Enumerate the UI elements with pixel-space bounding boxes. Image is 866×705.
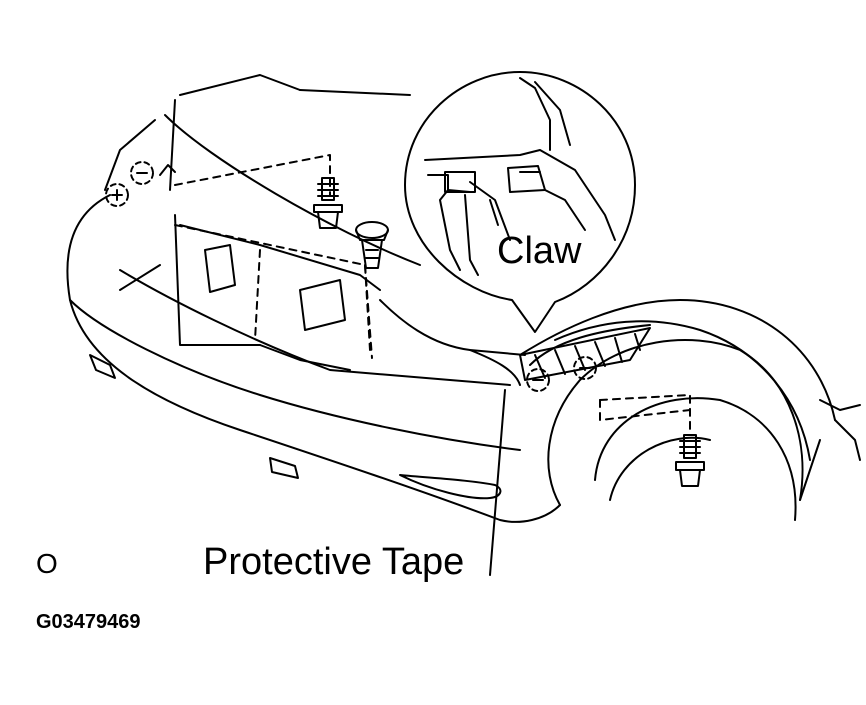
bolt-lower-icon [675,434,705,487]
fender-and-wheel [519,299,861,521]
reference-letter: O [36,548,58,579]
clip-fastener-icon [355,221,389,269]
protective-tape-label: Protective Tape [203,541,465,583]
clip-circles [105,161,597,392]
claw-label: Claw [497,230,582,272]
bolt-upper-icon [313,177,343,229]
detail-callout [404,71,636,333]
clip-marks [111,164,591,381]
hood-outline [104,74,421,266]
bumper-openings [89,244,502,500]
tape-leader-line [489,389,506,576]
figure-code: G03479469 [36,611,141,633]
